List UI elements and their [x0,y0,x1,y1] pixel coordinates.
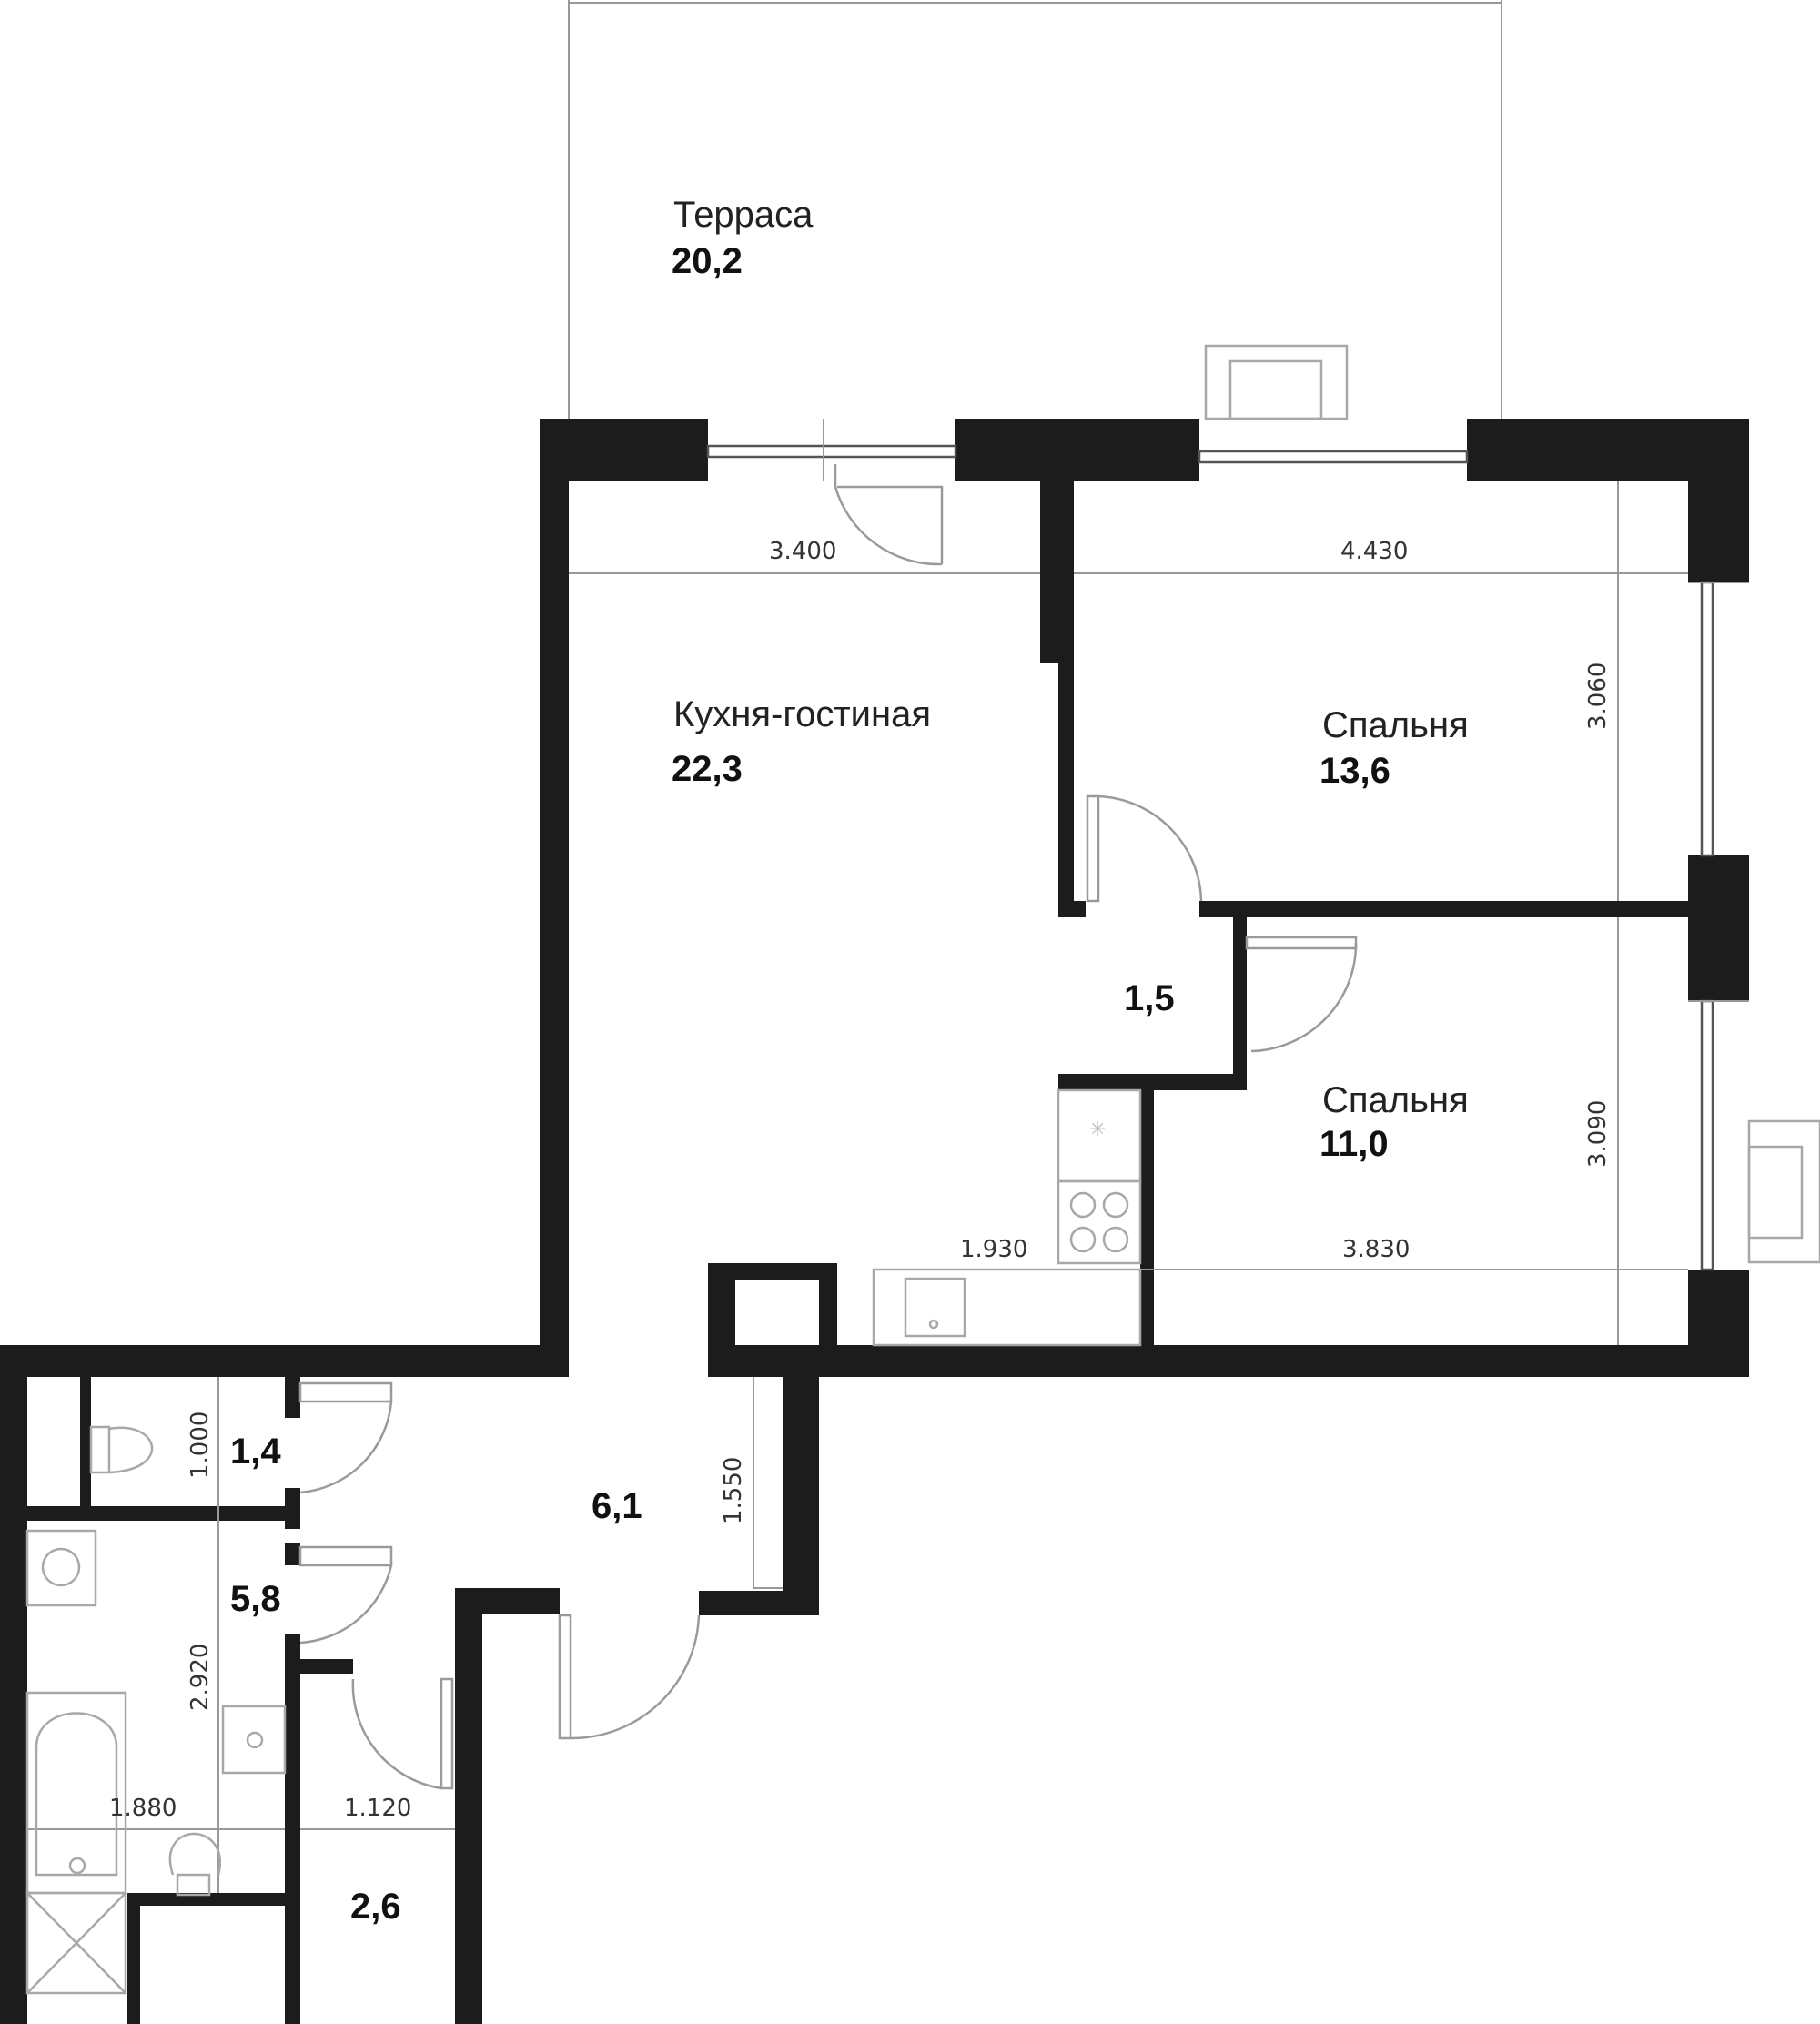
dim-kitchen-counter: 1.930 [960,1236,1027,1263]
dim-bathroom-width: 1.880 [109,1795,177,1822]
storage-area: 2,6 [350,1887,401,1927]
dimension-labels: 3.400 4.430 3.060 3.090 1.930 3.830 1.00… [109,538,1612,1822]
dim-bedroom1-depth: 3.060 [1584,663,1612,730]
washing-machine-icon [25,1529,97,1607]
room-labels: Терраса 20,2 Кухня-гостиная 22,3 Спальня… [230,195,1469,1927]
dim-hall-width: 1.550 [720,1457,747,1524]
svg-text:✳: ✳ [1089,1118,1106,1141]
dim-toilet-width: 1.000 [187,1412,214,1479]
dim-bedroom2-width: 3.830 [1342,1236,1410,1263]
toilet-icon [89,1425,154,1474]
bedroom1-area: 13,6 [1320,751,1390,791]
hall-area: 6,1 [592,1486,642,1526]
fixtures: ✳ [25,1088,1142,1995]
kitchen-counter [872,1268,1142,1347]
bathroom-area: 5,8 [230,1579,281,1619]
kitchen-living-name: Кухня-гостиная [673,694,931,734]
bathtub-icon [25,1691,127,1895]
bedroom2-area: 11,0 [1320,1124,1389,1164]
dim-storage-width: 1.120 [344,1795,411,1822]
stove-icon [1057,1179,1142,1265]
bedroom2-name: Спальня [1322,1080,1469,1120]
shower-tray-icon [25,1891,127,1995]
kitchen-living-area: 22,3 [672,749,743,789]
doors [298,464,1358,1790]
kitchen-sink-icon [904,1277,966,1338]
guide-lines [27,481,1688,1893]
bedroom1-name: Спальня [1322,705,1469,745]
terrace-area: 20,2 [672,241,743,281]
bathroom-sink-icon [221,1705,287,1775]
dim-kitchen-width: 3.400 [769,538,836,565]
dim-bedroom2-depth: 3.090 [1584,1100,1612,1168]
toilet-icon [168,1832,221,1897]
windows [706,419,1749,1271]
toilet-area: 1,4 [230,1432,281,1472]
planters [1204,344,1820,1264]
dim-bathroom-depth: 2.920 [187,1644,214,1711]
terrace-outline [568,0,1502,420]
corridor-area: 1,5 [1124,978,1175,1018]
terrace-name: Терраса [673,195,814,235]
walls [0,419,1749,2024]
dim-bedroom1-width: 4.430 [1340,538,1408,565]
